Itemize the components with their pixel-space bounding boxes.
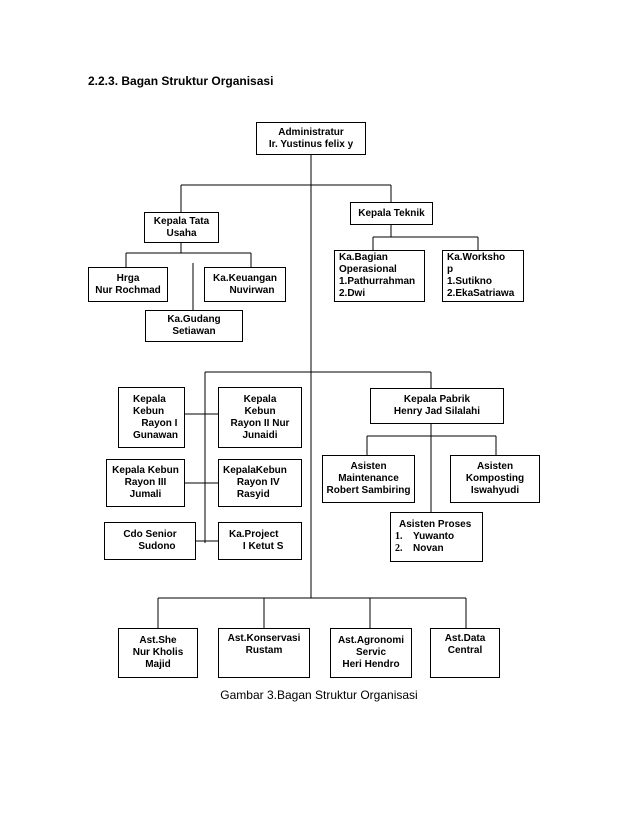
node-line: Ast.She: [139, 635, 177, 646]
node-line: Iswahyudi: [470, 485, 520, 496]
node-line: Cdo Senior: [123, 529, 177, 540]
node-line: Servic: [355, 647, 387, 658]
node-kepala-teknik: Kepala Teknik: [350, 202, 433, 225]
node-line: Ast.Agronomi: [337, 635, 405, 646]
node-line: I Ketut S: [229, 541, 284, 552]
node-line: Ir. Yustinus felix y: [268, 138, 354, 150]
node-list-row: 1. Yuwanto: [395, 531, 482, 543]
list-number: 2.: [395, 543, 403, 554]
node-line: Junaidi: [242, 429, 278, 441]
node-list-row: 2. Novan: [395, 543, 482, 555]
node-line: Kepala: [133, 393, 166, 405]
node-line: 1.Pathurrahman: [339, 276, 416, 287]
node-line: Rustam: [245, 645, 283, 656]
list-name: Novan: [413, 543, 444, 554]
node-line: Ka.Project: [229, 529, 279, 540]
node-line: Setiawan: [172, 326, 216, 337]
node-line: Rayon IV: [223, 477, 280, 488]
node-line: Rayon II Nur: [230, 417, 290, 429]
node-line: Kepala Tata: [153, 215, 210, 227]
node-line: Usaha: [166, 227, 197, 239]
node-line: Rayon I: [133, 417, 178, 429]
node-line: Gunawan: [133, 429, 179, 441]
node-line: Nuvirwan: [215, 284, 275, 296]
node-line: Asisten: [476, 461, 514, 472]
node-line: Rasyid: [223, 489, 270, 500]
node-line: 2.Dwi: [339, 288, 366, 299]
node-line: Ka.Gudang: [167, 314, 221, 325]
node-line: Operasional: [339, 264, 397, 275]
node-line: Kepala Pabrik: [403, 394, 471, 405]
node-line: Henry Jad Silalahi: [393, 406, 481, 417]
node-line: Nur Rochmad: [95, 284, 161, 296]
node-line: Komposting: [465, 473, 525, 484]
node-line: Asisten Proses: [399, 519, 472, 530]
node-kepala-kebun-rayon-4: KepalaKebun Rayon IV Rasyid: [218, 459, 302, 507]
node-line: 2.EkaSatriawa: [447, 288, 515, 299]
node-ka-keuangan: Ka.Keuangan Nuvirwan: [204, 267, 286, 302]
node-line: 1.Sutikno: [447, 276, 493, 287]
node-cdo-senior: Cdo Senior Sudono: [104, 522, 196, 560]
node-line: p: [447, 264, 454, 275]
node-line: Hrga: [116, 272, 140, 284]
node-line: Robert Sambiring: [326, 485, 411, 496]
node-line: Central: [447, 645, 483, 656]
node-line: Asisten: [350, 461, 387, 472]
node-line: Ast.Data: [444, 633, 486, 644]
figure-caption: Gambar 3.Bagan Struktur Organisasi: [220, 688, 418, 702]
list-number: 1.: [395, 531, 403, 542]
node-line: Jumali: [129, 489, 162, 500]
section-heading: 2.2.3. Bagan Struktur Organisasi: [88, 74, 274, 88]
node-line: Rayon III: [124, 477, 167, 488]
node-line: KepalaKebun: [223, 465, 287, 476]
node-line: Heri Hendro: [342, 659, 400, 670]
node-line: Ka.Bagian: [339, 252, 388, 263]
node-line: Majid: [145, 659, 171, 670]
node-line: Kepala: [243, 393, 277, 405]
node-line: Ka.Keuangan: [213, 272, 277, 284]
node-line: Administratur: [278, 126, 344, 138]
node-line: Kebun: [244, 405, 276, 417]
node-line: Ka.Worksho: [447, 252, 506, 263]
node-line: Ast.Konservasi: [227, 633, 301, 644]
node-line: Kepala Teknik: [358, 207, 425, 219]
node-line: Maintenance: [338, 473, 399, 484]
list-name: Yuwanto: [413, 531, 455, 542]
node-line: Kepala Kebun: [112, 465, 179, 476]
node-line: Nur Kholis: [132, 647, 184, 658]
node-line: Kebun: [133, 405, 165, 417]
node-line: Sudono: [124, 541, 176, 552]
node-ka-project: Ka.Project I Ketut S: [218, 522, 302, 560]
